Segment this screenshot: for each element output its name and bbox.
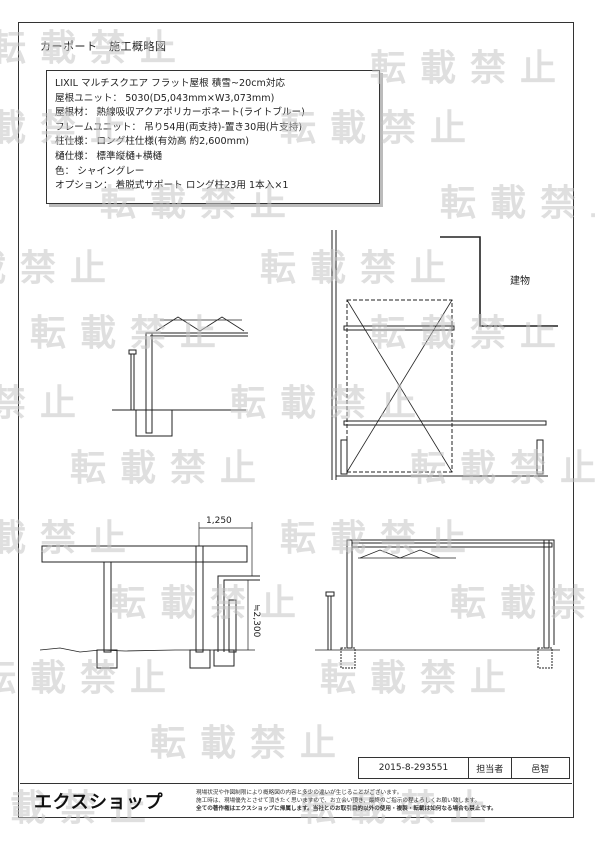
spec-line-frame-unit: フレームユニット： 吊り54用(両支持)-置き30用(片支持) (55, 121, 303, 133)
spec-line-option: オプション： 着脱式サポート ロング柱23用 1本入×1 (55, 180, 289, 192)
side-elevation-drawing (315, 539, 560, 669)
front-elevation-drawing (39, 522, 260, 669)
order-number: 2015-8-293551 (359, 758, 469, 778)
spec-line-product: LIXIL マルチスクエア フラット屋根 積雪~20cm対応 (55, 78, 286, 89)
side-view-drawing (112, 316, 248, 437)
spec-line-roof-material: 屋根材： 熱線吸収アクアポリカーボネート(ライトブルー) (55, 107, 305, 119)
spec-line-column: 柱仕様： ロング柱仕様(有効高 約2,600mm) (55, 136, 250, 148)
spec-line-color: 色： シャイングレー (55, 165, 145, 177)
document-title: カーポート 施工概略図 (40, 40, 167, 53)
plan-view-drawing (331, 230, 558, 480)
title-block: 2015-8-293551 担当者 邑智 (358, 757, 570, 779)
sheet-border (18, 22, 574, 818)
spec-box: LIXIL マルチスクエア フラット屋根 積雪~20cm対応 屋根ユニット： 5… (46, 70, 380, 204)
spec-line-roof-unit: 屋根ユニット： 5030(D5,043mm×W3,073mm) (55, 92, 275, 104)
footer-notes: 現場状況や作図制限により概略図の内容と多少の違いが生じることがございます。 施工… (184, 789, 497, 813)
company-logo: エクスショップ (34, 792, 163, 813)
person-in-charge-label: 担当者 (469, 758, 512, 778)
footer-note: 施工時は、現場優先とさせて頂きたく思いますので、お立会い頂き、最終のご指示の程よ… (196, 798, 481, 804)
footer: エクスショップ 現場状況や作図制限により概略図の内容と多少の違いが生じることがご… (20, 783, 572, 818)
person-in-charge-name: 邑智 (531, 764, 550, 775)
spec-line-gutter: 樋仕様： 標準縦樋+横樋 (55, 150, 163, 162)
width-dimension-label: 1,250 (206, 516, 232, 526)
footer-note: 現場状況や作図制限により概略図の内容と多少の違いが生じることがございます。 (196, 790, 403, 796)
building-label: 建物 (510, 274, 530, 287)
height-dimension-label: ≒2,300 (251, 604, 261, 638)
copyright-note: 全ての著作権はエクスショップに帰属します。当社とのお取引目的以外の使用・複製・転… (196, 806, 497, 812)
